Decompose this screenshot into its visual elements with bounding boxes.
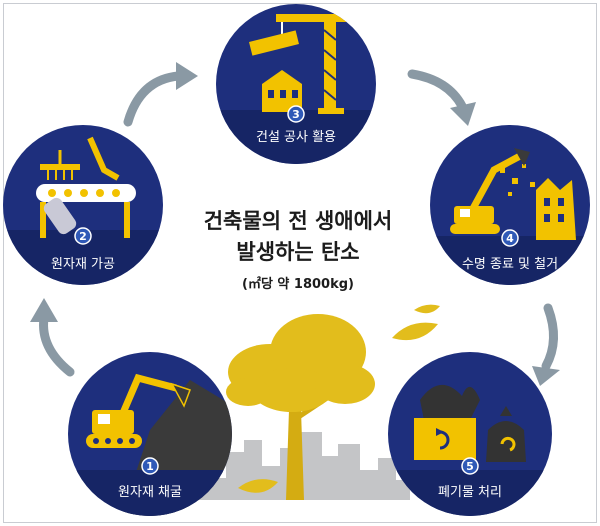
arrow-1-to-2	[39, 313, 75, 377]
stage-number: 1	[146, 460, 154, 473]
arrow-4-to-5	[541, 303, 558, 371]
stage-3: 3 건설 공사 활용	[216, 4, 376, 164]
arrow-2-to-3	[123, 71, 183, 127]
stage-5: 5 폐기물 처리	[388, 352, 552, 516]
arrow-head-icon	[450, 102, 476, 126]
stage-number-badge	[287, 105, 305, 123]
title-line-1: 건축물의 전 생애에서	[204, 209, 393, 233]
stage-number-badge	[501, 229, 519, 247]
stage-2: 2 원자재 가공	[3, 125, 163, 285]
stage-label: 건설 공사 활용	[256, 130, 336, 145]
stage-number: 2	[79, 230, 87, 243]
image-frame	[3, 3, 597, 523]
stage-number: 5	[466, 460, 474, 473]
stage-number-badge	[74, 227, 92, 245]
stage-label: 원자재 가공	[51, 257, 115, 272]
stage-number-badge	[141, 457, 159, 475]
arrow-head-icon	[176, 62, 198, 90]
cycle-arrows	[39, 69, 558, 377]
title-line-2: 발생하는 탄소	[236, 240, 359, 264]
stage-number: 4	[506, 232, 514, 245]
stage-label: 원자재 채굴	[118, 485, 182, 500]
stage-number: 3	[292, 108, 300, 121]
stage-label: 폐기물 처리	[438, 485, 502, 500]
title-subtitle: (㎡당 약 1800kg)	[242, 276, 354, 292]
arrow-heads	[30, 62, 560, 386]
arrow-head-icon	[532, 366, 560, 386]
arrow-3-to-4	[407, 69, 467, 111]
excavator-digging-icon	[68, 373, 232, 516]
stage-1: 1 원자재 채굴	[68, 352, 232, 516]
stage-number-badge	[461, 457, 479, 475]
stage-label: 수명 종료 및 철거	[462, 257, 558, 272]
tree-icon	[226, 314, 375, 500]
center-title: 건축물의 전 생애에서 발생하는 탄소 (㎡당 약 1800kg)	[204, 209, 393, 292]
stage-4: 4 수명 종료 및 철거	[430, 125, 590, 285]
arrow-head-icon	[30, 298, 58, 322]
falling-leaves	[238, 304, 440, 493]
